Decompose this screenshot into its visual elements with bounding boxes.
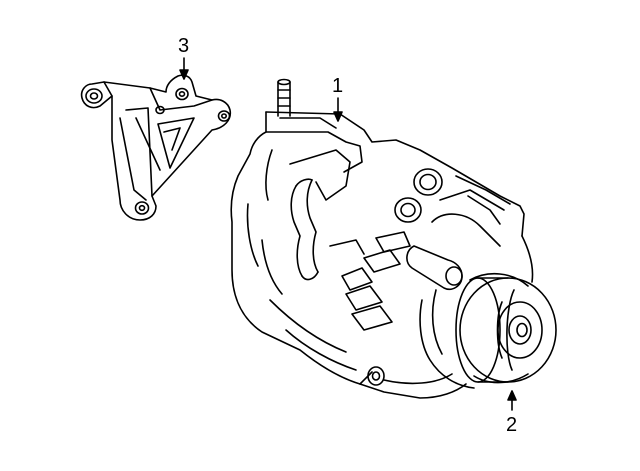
callout-label-3: 3 bbox=[178, 35, 190, 57]
alternator bbox=[230, 78, 534, 399]
leader-line-1 bbox=[333, 97, 343, 122]
leader-line-3 bbox=[179, 57, 189, 80]
callout-label-2: 2 bbox=[506, 414, 518, 436]
pulley bbox=[455, 272, 557, 384]
mounting-bracket bbox=[80, 74, 232, 221]
callout-label-1: 1 bbox=[332, 75, 344, 97]
leader-line-2 bbox=[507, 390, 517, 411]
